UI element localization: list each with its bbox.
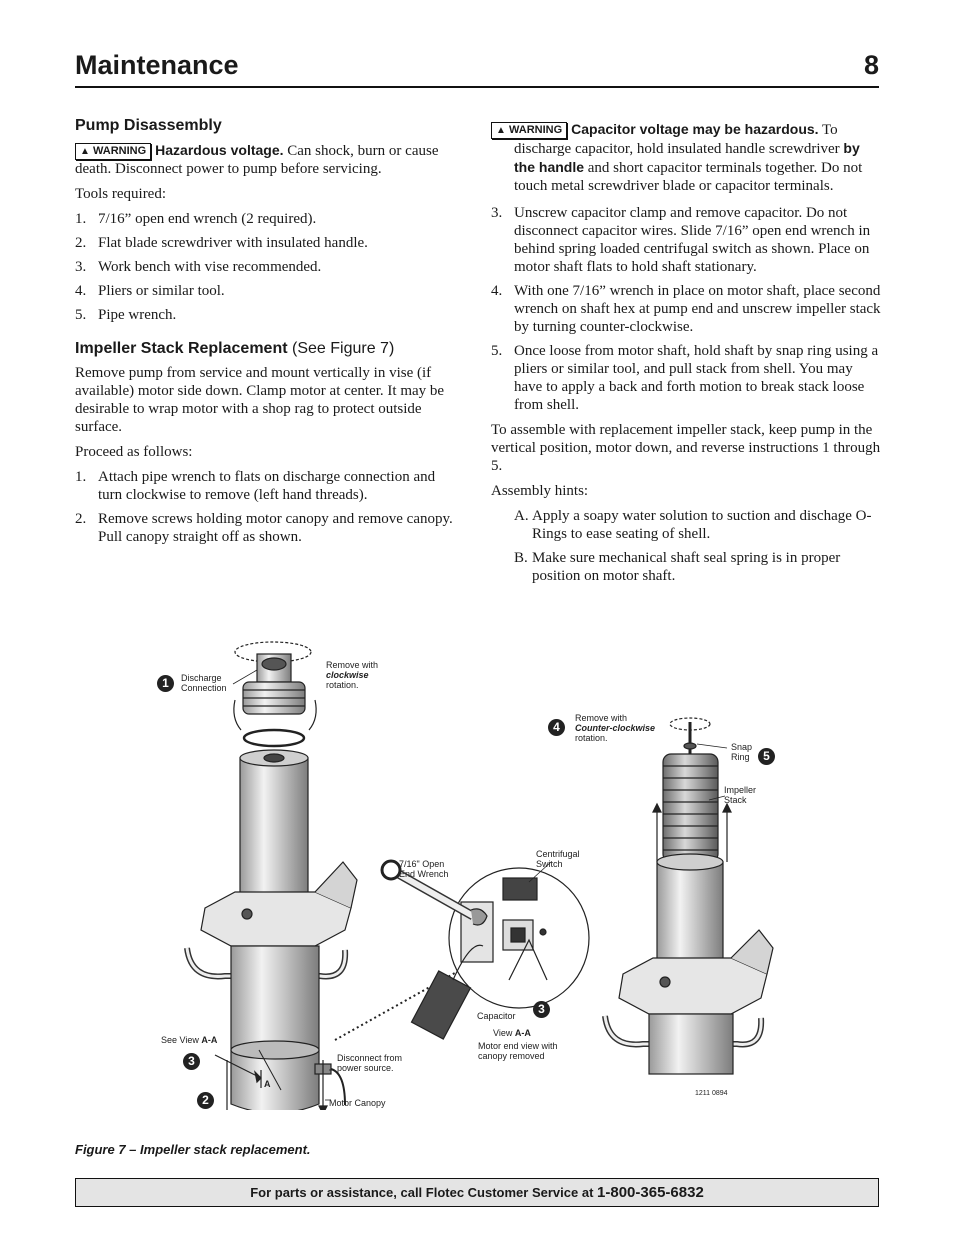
label-motor-canopy: Motor Canopy <box>329 1098 386 1108</box>
list-item: 5.Once loose from motor shaft, hold shaf… <box>491 343 879 413</box>
step-badge-4: 4 <box>548 719 565 736</box>
label-discharge: Discharge Connection <box>181 673 227 693</box>
impeller-intro: Remove pump from service and mount verti… <box>75 365 445 435</box>
left-pump <box>184 641 358 1110</box>
pump-illustration <box>184 641 774 1110</box>
label-capacitor: Capacitor <box>477 1011 516 1021</box>
list-item: 4.With one 7/16” wrench in place on moto… <box>491 283 881 335</box>
motor-bracket <box>200 891 352 947</box>
footer-bar: For parts or assistance, call Flotec Cus… <box>75 1178 879 1207</box>
step-badge-2: 2 <box>197 1092 214 1109</box>
assemble-text: To assemble with replacement impeller st… <box>491 422 881 474</box>
list-item: 3.Work bench with vise recommended. <box>75 259 322 275</box>
view-indicator-line <box>214 1054 262 1079</box>
list-item: 3.Unscrew capacitor clamp and remove cap… <box>491 205 871 275</box>
detail-leader <box>334 963 472 1041</box>
label-wrench: 7/16" Open End Wrench <box>399 859 449 879</box>
list-item: 1.7/16” open end wrench (2 required). <box>75 211 317 227</box>
pump-disassembly-heading: Pump Disassembly <box>75 117 222 134</box>
capacitor <box>410 970 472 1040</box>
steps-left-list: 1.Attach pipe wrench to flats on dischar… <box>75 468 459 546</box>
list-item: B.Make sure mechanical shaft seal spring… <box>514 550 841 584</box>
warning-triangle-icon: ▲ <box>80 146 90 157</box>
label-disconnect: Disconnect from power source. <box>337 1053 403 1073</box>
list-item: 2.Remove screws holding motor canopy and… <box>75 511 453 545</box>
centrifugal-switch <box>502 877 538 901</box>
label-snap-ring: Snap Ring <box>731 742 753 762</box>
proceed-text: Proceed as follows: <box>75 444 193 460</box>
footer-text: For parts or assistance, call Flotec Cus… <box>250 1185 594 1200</box>
label-centrifugal-switch: Centrifugal Switch <box>536 849 580 869</box>
step-badge-1: 1 <box>157 675 174 692</box>
impeller-heading: Impeller Stack Replacement (See Figure 7… <box>75 340 395 357</box>
step-badge-3-left: 3 <box>183 1053 200 1070</box>
step-badge-5: 5 <box>758 748 775 765</box>
o-ring <box>242 728 306 748</box>
page-header: Maintenance 8 <box>75 50 879 88</box>
steps-right-list: 3.Unscrew capacitor clamp and remove cap… <box>491 204 881 414</box>
right-pump <box>602 717 774 1075</box>
list-item: 5.Pipe wrench. <box>75 307 177 323</box>
label-part-code: 1211 0894 <box>695 1090 728 1097</box>
detail-view <box>380 859 590 1040</box>
hints-list: A.Apply a soapy water solution to suctio… <box>491 507 881 585</box>
warning-badge: ▲ WARNING <box>491 122 568 139</box>
impeller-stack <box>662 753 719 863</box>
motor-body <box>230 945 320 1051</box>
hints-intro: Assembly hints: <box>491 483 589 499</box>
warning-badge: ▲ WARNING <box>75 143 152 160</box>
page-title: Maintenance <box>75 50 239 80</box>
right-motor <box>656 861 724 963</box>
rotation-arrow-left <box>233 699 242 731</box>
label-see-view: See View A-A <box>161 1035 218 1045</box>
label-view-aa: View A-A <box>493 1028 531 1038</box>
list-item: 1.Attach pipe wrench to flats on dischar… <box>75 469 436 503</box>
page-number: 8 <box>863 50 879 80</box>
warning-triangle-icon: ▲ <box>496 125 506 136</box>
rotation-arrow-right <box>308 699 317 731</box>
list-item: 2.Flat blade screwdriver with insulated … <box>75 235 368 251</box>
pump-shell <box>239 757 309 897</box>
label-motor-end-view: Motor end view with canopy removed <box>478 1041 558 1061</box>
list-item: 4.Pliers or similar tool. <box>75 283 225 299</box>
right-bracket <box>618 957 768 1015</box>
step-badge-3-detail: 3 <box>533 1001 550 1018</box>
figure-7: 1 2 3 3 4 5 Discharge Connection Remove … <box>75 630 879 1110</box>
tools-list: 1.7/16” open end wrench (2 required). 2.… <box>75 210 459 324</box>
leader-lines <box>232 669 728 1101</box>
list-item: A.Apply a soapy water solution to suctio… <box>514 508 872 542</box>
tools-intro: Tools required: <box>75 186 167 202</box>
footer-phone: 1-800-365-6832 <box>597 1184 704 1201</box>
label-impeller-stack: Impeller Stack <box>724 785 757 805</box>
label-section-a: A <box>264 1079 271 1089</box>
figure-caption: Figure 7 – Impeller stack replacement. <box>75 1142 311 1157</box>
